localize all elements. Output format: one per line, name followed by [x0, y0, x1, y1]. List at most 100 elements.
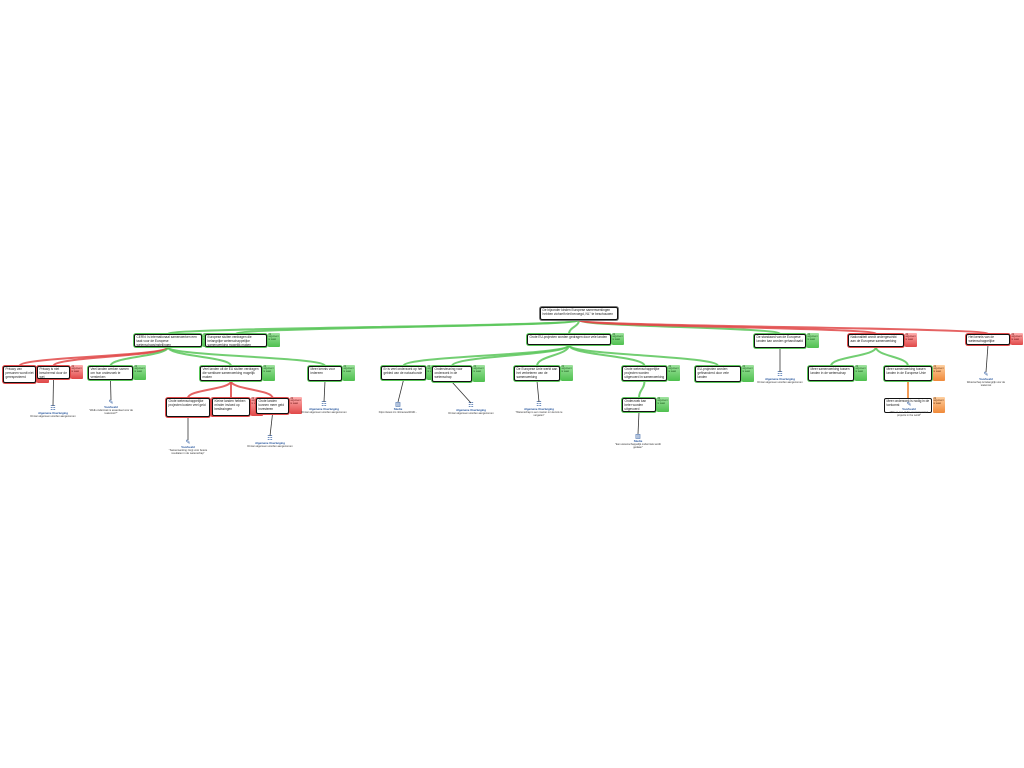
source-text: Wetenschap is belangrijk voor de toekoms… [966, 381, 1006, 388]
argument-text: Europese sluiten verdragen die belangrij… [207, 335, 252, 347]
source-text: https://www.nrc.nl/nieuws/2019/... [378, 411, 418, 415]
source-s9[interactable]: ▥Studie"Een wetenschappelijk onderzoek w… [614, 434, 662, 449]
truth-vote-tab[interactable]: dit argument is waar [668, 365, 680, 381]
source-s3[interactable]: ✎Voorbeeld"Samenwerking zorgt voor beter… [164, 440, 212, 455]
truth-vote-tab[interactable]: dit argument is waar [742, 365, 754, 382]
source-kind: Studie [393, 407, 403, 411]
argument-node-c3[interactable]: Grote landen kunnen meer geld investeren [256, 398, 289, 414]
edge-b9-c4 [638, 380, 646, 399]
source-text: "Wetenschap is een manier om kennis te v… [515, 411, 563, 418]
edge-root-a3 [568, 319, 580, 335]
source-kind: Voorbeeld [104, 405, 118, 409]
argument-node-a5[interactable]: Nationaliteit wordt ondergeschikt aan de… [848, 334, 904, 347]
truth-vote-tab[interactable]: dit argument is waar [134, 365, 146, 380]
argument-node-b11[interactable]: Meer samenwerking tussen landen in de we… [808, 366, 854, 381]
argument-node-b4[interactable]: Veel landen uit de EU sluiten verdragen … [200, 366, 262, 381]
argument-node-a1[interactable]: CERN: Is internationaal samenwerken een … [134, 334, 202, 347]
truth-vote-tab[interactable]: dit argument is waar [933, 365, 945, 381]
argument-node-a3[interactable]: Grote EU-projecten worden gedragen door … [527, 334, 611, 345]
argument-text: Kleine landen hebben minder invloed op b… [214, 399, 246, 411]
argument-text: Het kennis van de wetenschappelijke same… [968, 335, 995, 345]
truth-vote-tab[interactable]: dit argument is waar [71, 365, 83, 379]
truth-vote-tab[interactable]: dit argument is waar [473, 365, 485, 382]
argument-text: Meer samenwerking tussen landen in de Eu… [886, 367, 926, 375]
argument-node-a6[interactable]: Het kennis van de wetenschappelijke same… [966, 334, 1010, 345]
truth-vote-tab[interactable]: dit argument is waar [290, 397, 302, 414]
source-link-s6 [397, 379, 404, 403]
source-text: Dit kan algemeen worden aangenomen [448, 412, 494, 416]
source-s8[interactable]: ☷Algemene Overtuiging"Wetenschap is een … [515, 402, 563, 417]
edge-a1-b2 [52, 346, 169, 367]
source-kind: Algemene Overtuiging [524, 407, 554, 411]
argument-text: Grote wetenschappelijke projecten kosten… [168, 399, 206, 407]
source-kind: Algemene Overtuiging [255, 441, 285, 445]
argument-node-a2[interactable]: Europese sluiten verdragen die belangrij… [205, 334, 267, 347]
argument-node-b9[interactable]: Grote wetenschappelijke projecten worden… [622, 366, 667, 381]
belief-icon: ☷ [468, 403, 474, 409]
source-kind: Studie [633, 439, 643, 443]
truth-vote-tab[interactable]: dit argument is waar [612, 333, 624, 345]
truth-vote-tab[interactable]: dit argument is waar [657, 397, 669, 412]
argument-text: De standaard van de Europese landen kan … [756, 335, 803, 343]
source-link-s12 [985, 344, 989, 373]
edge-a3-b10 [568, 344, 719, 367]
argument-node-b12[interactable]: Meer samenwerking tussen landen in de Eu… [884, 366, 932, 381]
argument-text: Ondersteuning voor onderzoek in de weten… [434, 367, 463, 379]
truth-vote-tab[interactable]: dit argument is waar [263, 365, 275, 381]
source-link-s7 [451, 381, 472, 404]
argument-text: EU-projecten worden gefinancierd door ve… [697, 367, 729, 379]
source-text: Dit kan algemeen worden aangenomen [30, 415, 76, 419]
argument-text: Privacy van personen wordt niet gerespec… [5, 367, 34, 379]
truth-vote-tab[interactable]: dit argument is waar [933, 397, 945, 413]
argument-node-c1[interactable]: Grote wetenschappelijke projecten kosten… [166, 398, 210, 417]
source-text: "Welk onderzoek is essentieel voor de to… [89, 409, 133, 416]
argument-node-b7[interactable]: Ondersteuning voor onderzoek in de weten… [432, 366, 472, 382]
example-icon: ✎ [185, 440, 191, 446]
source-kind: Algemene Overtuiging [456, 408, 486, 412]
truth-vote-tab[interactable]: dit argument is waar [1011, 333, 1023, 345]
argument-text: De bijzonder kinden Europese samenwerkin… [542, 308, 614, 316]
edge-a5-b11 [830, 346, 877, 367]
argument-text: CERN: Is internationaal samenwerken een … [136, 335, 197, 347]
argument-text: Veel landen uit de EU sluiten verdragen … [202, 367, 259, 379]
edge-a1-b5 [167, 346, 326, 367]
source-s11[interactable]: ✎Voorbeeld"This is one of the most impor… [885, 402, 933, 417]
argument-node-b8[interactable]: De Europese Unie werkt aan het verbetere… [514, 366, 560, 381]
edge-a3-b8 [536, 344, 570, 367]
argument-node-b10[interactable]: EU-projecten worden gefinancierd door ve… [695, 366, 741, 382]
source-text: Dit kan algemeen worden aangenomen [757, 381, 803, 385]
edge-a3-b6 [402, 344, 570, 367]
argument-node-c2[interactable]: Kleine landen hebben minder invloed op b… [212, 398, 250, 416]
argument-node-b3[interactable]: Veel landen werken samen om hun onderzoe… [88, 366, 133, 380]
argument-text: Veel landen werken samen om hun onderzoe… [90, 367, 129, 379]
argument-node-a4[interactable]: De standaard van de Europese landen kan … [754, 334, 806, 348]
example-icon: ✎ [906, 402, 912, 408]
argument-text: Onderzoek kan beter worden uitgevoerd [624, 399, 647, 411]
argument-node-b1[interactable]: Privacy van personen wordt niet gerespec… [3, 366, 36, 383]
argument-node-c5[interactable]: Meer onderzoek is nodig in de toekomst [884, 398, 932, 413]
argument-node-c4[interactable]: Onderzoek kan beter worden uitgevoerd [622, 398, 656, 412]
truth-vote-tab[interactable]: dit argument is waar [905, 333, 917, 347]
argument-node-b2[interactable]: Privacy is niet beschermd door de wet [37, 366, 70, 379]
source-link-s1 [52, 378, 54, 407]
argument-node-root[interactable]: De bijzonder kinden Europese samenwerkin… [540, 307, 618, 320]
truth-vote-tab[interactable]: dit argument is waar [343, 365, 355, 381]
argument-text: Grote wetenschappelijke projecten worden… [624, 367, 665, 379]
source-s2[interactable]: ✎Voorbeeld"Welk onderzoek is essentieel … [87, 400, 135, 415]
truth-vote-tab[interactable]: dit argument is waar [807, 333, 819, 348]
source-kind: Voorbeeld [979, 377, 993, 381]
argument-node-b5[interactable]: Meer kennis voor iedereen [308, 366, 342, 381]
belief-icon: ☷ [321, 402, 327, 408]
truth-vote-tab[interactable]: dit argument is waar [855, 365, 867, 381]
argument-node-b6[interactable]: Er is veel onderzoek op het gebied van d… [381, 366, 426, 380]
truth-vote-tab[interactable]: dit argument is waar [268, 333, 280, 347]
truth-vote-tab[interactable]: dit argument is waar [561, 365, 573, 381]
